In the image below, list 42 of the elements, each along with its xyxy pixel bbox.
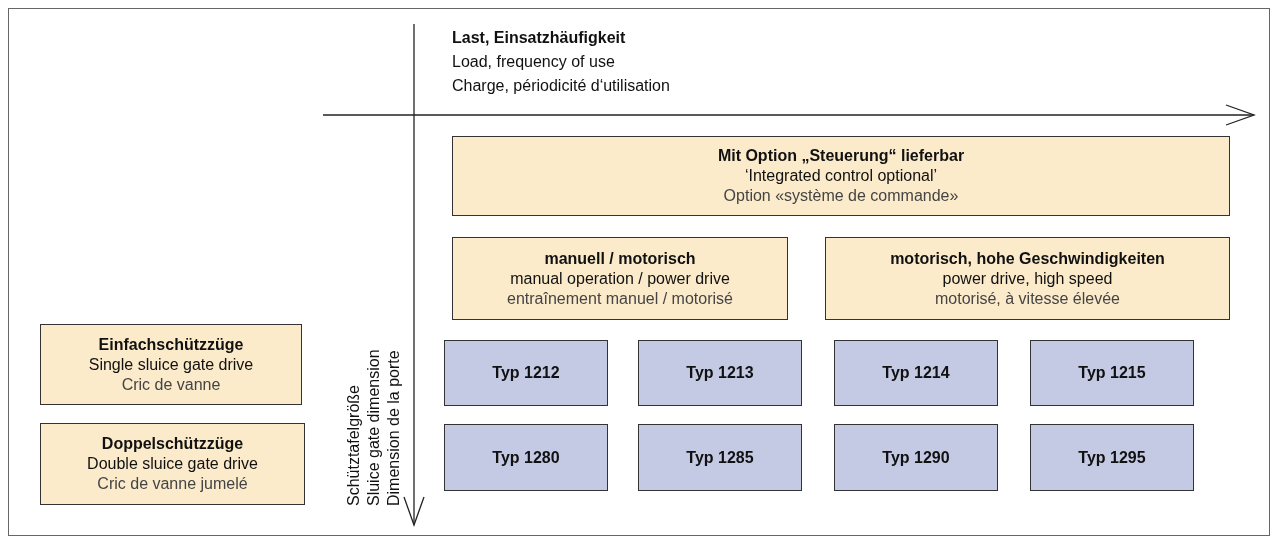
box-text: power drive, high speed [942, 268, 1113, 289]
box-text: Cric de vanne [121, 374, 221, 395]
box-text: manual operation / power drive [510, 268, 730, 289]
model-box [444, 424, 608, 491]
model-box [638, 340, 802, 406]
box-text: motorisé, à vitesse élevée [935, 288, 1120, 309]
model-box [638, 424, 802, 491]
box-heading: Doppelschützzüge [101, 434, 244, 454]
category-box [452, 136, 1230, 216]
box-text: Single sluice gate drive [88, 354, 254, 375]
axis-label: Sluice gate dimension [364, 348, 383, 506]
box-heading: Typ 1213 [686, 363, 754, 383]
box-text: Cric de vanne jumelé [97, 474, 248, 494]
category-box [40, 324, 302, 405]
axis-label: Dimension de la porte [384, 349, 403, 506]
category-box [452, 237, 788, 320]
box-heading: Typ 1295 [1078, 447, 1146, 468]
box-text: entraînement manuel / motorisé [507, 288, 733, 309]
box-heading: Typ 1212 [492, 363, 560, 383]
model-box [834, 424, 998, 491]
box-text: Double sluice gate drive [87, 454, 258, 474]
model-box [834, 340, 998, 406]
box-heading: Typ 1285 [686, 447, 754, 468]
box-heading: motorisch, hohe Geschwindigkeiten [890, 248, 1165, 269]
box-heading: Typ 1215 [1078, 363, 1146, 383]
box-heading: Mit Option „Steuerung“ lieferbar [717, 146, 965, 166]
box-heading: Typ 1214 [882, 363, 950, 383]
box-heading: Einfachschützzüge [98, 334, 244, 355]
axis-label: Schütztafelgröße [344, 384, 363, 506]
category-box [40, 423, 305, 505]
box-heading: Typ 1290 [882, 447, 950, 468]
axis-label: Last, Einsatzhäufigkeit [452, 28, 626, 48]
axis-label: Charge, périodicité d‘utilisation [452, 76, 670, 96]
model-box [444, 340, 608, 406]
box-heading: manuell / motorisch [544, 248, 696, 269]
box-text: ‘Integrated control optional’ [744, 166, 938, 186]
category-box [825, 237, 1230, 320]
model-box [1030, 424, 1194, 491]
box-text: Option «système de commande» [723, 186, 959, 206]
box-heading: Typ 1280 [492, 447, 560, 468]
axis-label: Load, frequency of use [452, 52, 615, 72]
model-box [1030, 340, 1194, 406]
